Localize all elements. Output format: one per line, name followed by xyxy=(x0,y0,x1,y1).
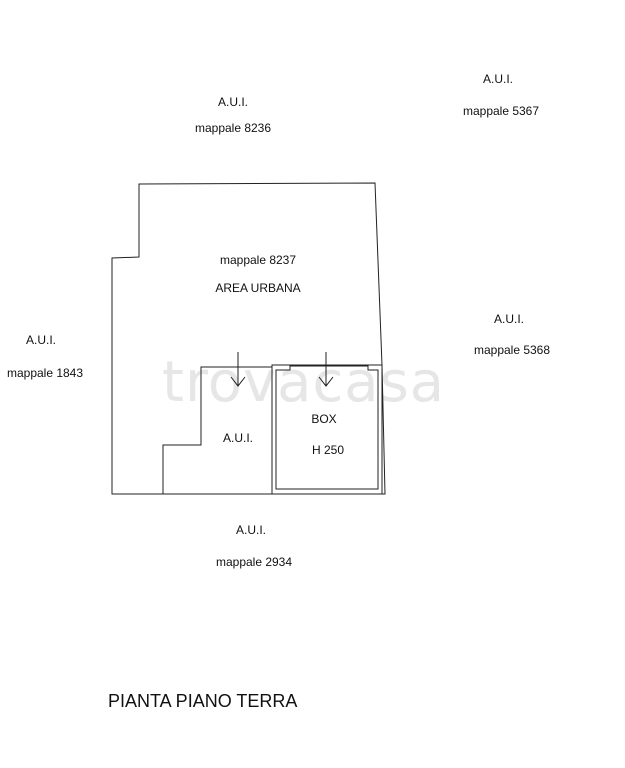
arrow-icon xyxy=(230,352,246,387)
plan-title: PIANTA PIANO TERRA xyxy=(108,691,298,711)
neighbor-top-center-mappale: mappale 8236 xyxy=(194,121,272,135)
plot-outline xyxy=(111,182,386,495)
arrow-icon xyxy=(318,352,334,387)
inner-aui-room xyxy=(162,366,273,494)
neighbor-top-center-aui: A.U.I. xyxy=(217,95,249,109)
neighbor-left-mappale: mappale 1843 xyxy=(6,366,84,380)
plot-mappale: mappale 8237 xyxy=(219,253,297,267)
watermark: trovacasa xyxy=(162,350,446,415)
neighbor-bottom-aui: A.U.I. xyxy=(235,523,267,537)
inner-aui-label: A.U.I. xyxy=(222,431,254,445)
neighbor-top-right-aui: A.U.I. xyxy=(482,72,514,86)
box-inner-wall xyxy=(275,365,379,490)
neighbor-bottom-mappale: mappale 2934 xyxy=(215,555,293,569)
plot-area-label: AREA URBANA xyxy=(215,281,301,295)
box-height-label: H 250 xyxy=(311,443,345,457)
box-label: BOX xyxy=(311,412,337,426)
neighbor-right-aui: A.U.I. xyxy=(493,312,525,326)
neighbor-top-right-mappale: mappale 5367 xyxy=(462,104,540,118)
box-outline xyxy=(271,364,383,495)
neighbor-left-aui: A.U.I. xyxy=(25,333,57,347)
neighbor-right-mappale: mappale 5368 xyxy=(473,343,551,357)
